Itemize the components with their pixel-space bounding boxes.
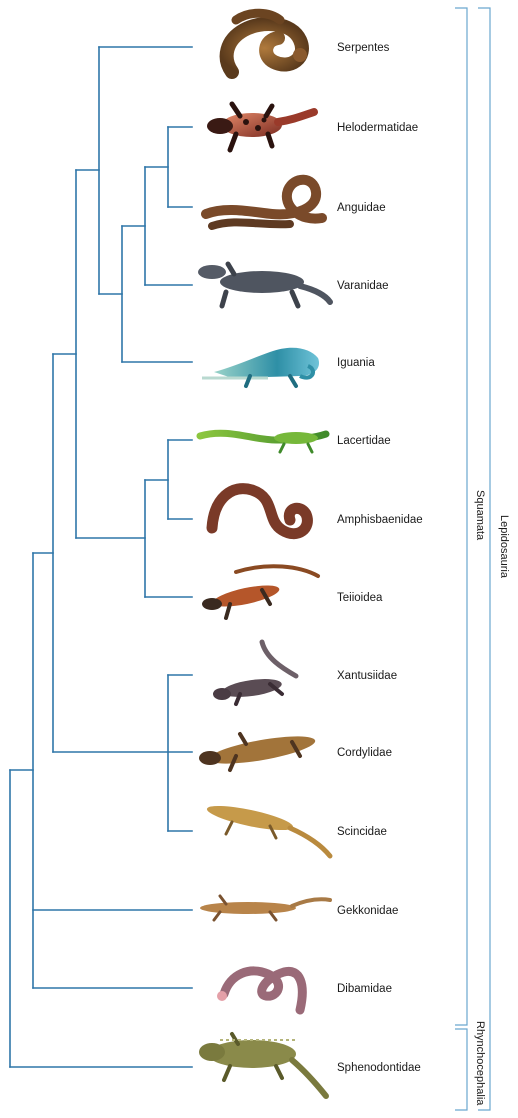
label-squamata: Squamata: [474, 490, 486, 541]
bracket-lepidosauria: [478, 8, 490, 1110]
label-dibamidae: Dibamidae: [337, 983, 392, 995]
label-iguania: Iguania: [337, 357, 375, 369]
bracket-squamata: [455, 8, 467, 1025]
label-helodermatidae: Helodermatidae: [337, 122, 418, 134]
label-scincidae: Scincidae: [337, 826, 387, 838]
label-teiioidea: Teiioidea: [337, 592, 383, 604]
night-lizard-icon: [213, 642, 296, 704]
legless-lizard-icon: [206, 180, 322, 226]
label-lepidosauria: Lepidosauria: [498, 515, 510, 579]
label-cordylidae: Cordylidae: [337, 747, 392, 759]
gila-monster-icon: [207, 104, 314, 150]
label-anguidae: Anguidae: [337, 202, 386, 214]
label-varanidae: Varanidae: [337, 280, 389, 292]
whiptail-lizard-icon: [202, 566, 318, 618]
label-lacertidae: Lacertidae: [337, 435, 391, 447]
gecko-icon: [200, 896, 330, 920]
tuatara-icon: [199, 1034, 326, 1096]
tree-branches: [10, 47, 192, 1067]
skink-icon: [205, 801, 330, 856]
bracket-rhynchocephalia: [455, 1029, 467, 1110]
label-rhynchocephalia: Rhynchocephalia: [474, 1021, 486, 1106]
label-gekkonidae: Gekkonidae: [337, 905, 398, 917]
blind-lizard-icon: [217, 971, 302, 1010]
label-sphenodontidae: Sphenodontidae: [337, 1062, 421, 1074]
green-lizard-icon: [200, 432, 326, 452]
label-serpentes: Serpentes: [337, 42, 390, 54]
label-amphisbaenidae: Amphisbaenidae: [337, 514, 423, 526]
girdled-lizard-icon: [199, 731, 317, 770]
monitor-lizard-icon: [198, 264, 330, 306]
label-xantusiidae: Xantusiidae: [337, 670, 397, 682]
clade-brackets: Squamata Rhynchocephalia Lepidosauria: [455, 8, 510, 1110]
taxon-labels: Serpentes Helodermatidae Anguidae Varani…: [337, 42, 423, 1074]
snake-icon: [227, 13, 307, 72]
worm-lizard-icon: [212, 489, 307, 534]
animal-illustrations: [198, 13, 330, 1096]
chameleon-icon: [202, 348, 319, 386]
